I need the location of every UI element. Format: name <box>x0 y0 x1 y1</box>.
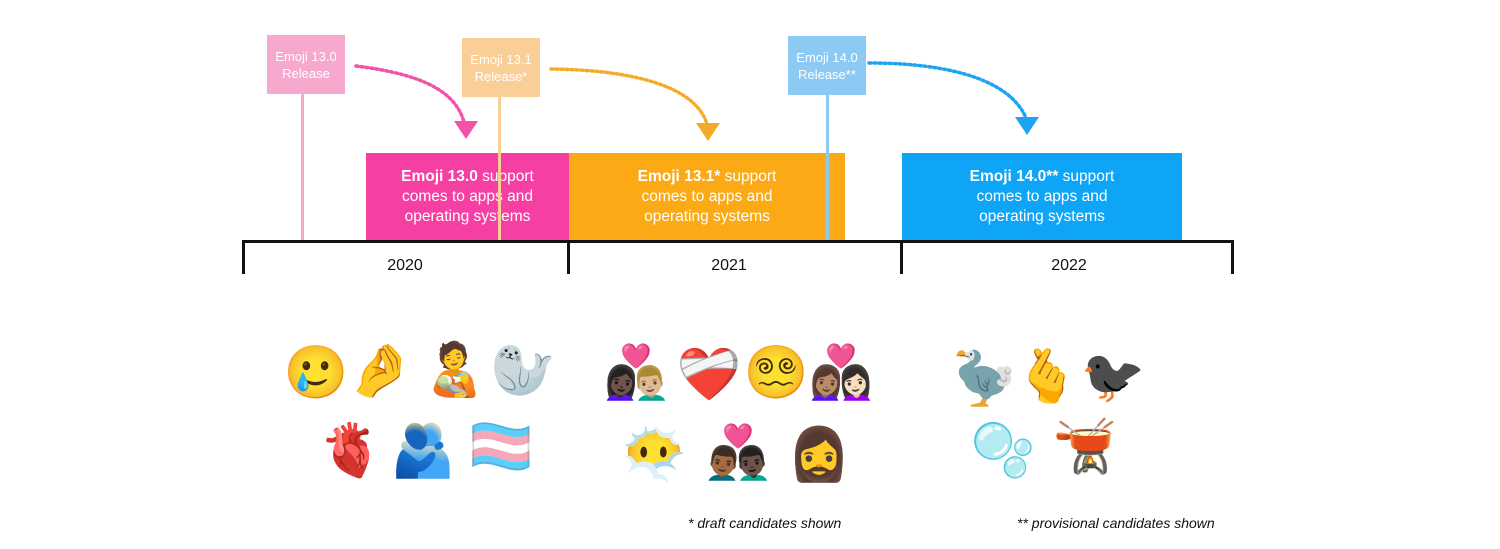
release-tag-13-0: Emoji 13.0 Release <box>267 35 345 94</box>
support-13-1-suffix: support <box>720 168 777 185</box>
emoji-face-with-spiral-eyes: 😵‍💫 <box>743 344 809 402</box>
timeline-tick-2021 <box>567 240 570 274</box>
year-label-2022: 2022 <box>1051 257 1087 274</box>
emoji-bird-1: 🦤 <box>951 350 1017 408</box>
release-tag-14-0: Emoji 14.0 Release** <box>788 36 866 95</box>
emoji-bubbles: 🫧 <box>970 422 1036 480</box>
emoji-smiling-face-with-tear: 🥲 <box>283 344 349 402</box>
support-bar-13-1: Emoji 13.1* support comes to apps and op… <box>569 153 845 241</box>
arrow-14-0 <box>867 61 1028 120</box>
arrowhead-13-0 <box>454 121 478 139</box>
release-13-1-stem <box>498 97 501 243</box>
arrowhead-14-0 <box>1015 117 1039 135</box>
release-tag-13-1: Emoji 13.1 Release* <box>462 38 540 97</box>
support-14-0-suffix: support <box>1058 168 1115 185</box>
arrowhead-13-1 <box>696 123 720 141</box>
support-13-1-version: Emoji 13.1* <box>637 168 721 185</box>
year-label-2021: 2021 <box>711 257 747 274</box>
timeline-axis <box>242 240 1234 243</box>
support-14-0-line2: comes to apps and <box>976 188 1108 205</box>
release-14-0-line1: Emoji 14.0 <box>796 49 858 65</box>
support-bar-14-0: Emoji 14.0** support comes to apps and o… <box>902 153 1182 241</box>
emoji-kiss-couple-1: 👩🏿‍❤️‍👨🏼 <box>603 344 669 402</box>
support-13-0-version: Emoji 13.0 <box>401 168 478 185</box>
emoji-anatomical-heart: 🫀 <box>318 422 384 480</box>
support-13-1-line3: operating systems <box>644 208 770 225</box>
support-14-0-version: Emoji 14.0** <box>969 168 1059 185</box>
emoji-hand-with-index-finger-and-thumb-crossed: 🫰 <box>1014 348 1080 406</box>
arrow-13-0 <box>354 64 466 124</box>
arrow-13-1 <box>549 67 709 126</box>
timeline-tick-start <box>242 240 245 274</box>
footnote-draft: * draft candidates shown <box>688 515 842 531</box>
timeline-tick-2022 <box>900 240 903 274</box>
release-13-0-stem <box>301 94 304 241</box>
emoji-pinched-fingers: 🤌 <box>347 342 413 400</box>
release-13-1-line2: Release* <box>474 68 528 84</box>
emoji-mending-heart: ❤️‍🩹 <box>676 346 742 404</box>
emoji-person-feeding-baby: 🧑‍🍼 <box>422 341 488 399</box>
emoji-transgender-flag: 🏳️‍⚧️ <box>468 418 534 476</box>
emoji-people-hugging: 🫂 <box>390 422 456 480</box>
emoji-black-bird: 🐦‍⬛ <box>1080 348 1146 406</box>
emoji-woman-beard: 🧔‍♀️ <box>786 426 852 484</box>
release-14-0-line2: Release** <box>798 66 856 82</box>
emoji-kiss-couple-2: 👩🏽‍❤️‍👩🏻 <box>808 344 874 402</box>
emoji-kiss-couple-3: 👨🏾‍❤️‍👨🏿 <box>705 424 771 482</box>
footnote-provisional: ** provisional candidates shown <box>1017 515 1215 531</box>
support-13-1-line2: comes to apps and <box>641 188 773 205</box>
emoji-face-in-clouds: 😶‍🌫️ <box>621 426 687 484</box>
release-13-0-line2: Release <box>282 65 330 81</box>
emoji-seal: 🦭 <box>490 342 556 400</box>
year-label-2020: 2020 <box>387 257 423 274</box>
timeline-tick-end <box>1231 240 1234 274</box>
emoji-pot: 🫕 <box>1052 418 1118 476</box>
release-13-1-line1: Emoji 13.1 <box>470 51 532 67</box>
release-14-0-stem-overlay <box>826 153 829 241</box>
release-13-0-line1: Emoji 13.0 <box>275 48 337 64</box>
support-13-0-suffix: support <box>477 168 534 185</box>
support-14-0-line3: operating systems <box>979 208 1105 225</box>
